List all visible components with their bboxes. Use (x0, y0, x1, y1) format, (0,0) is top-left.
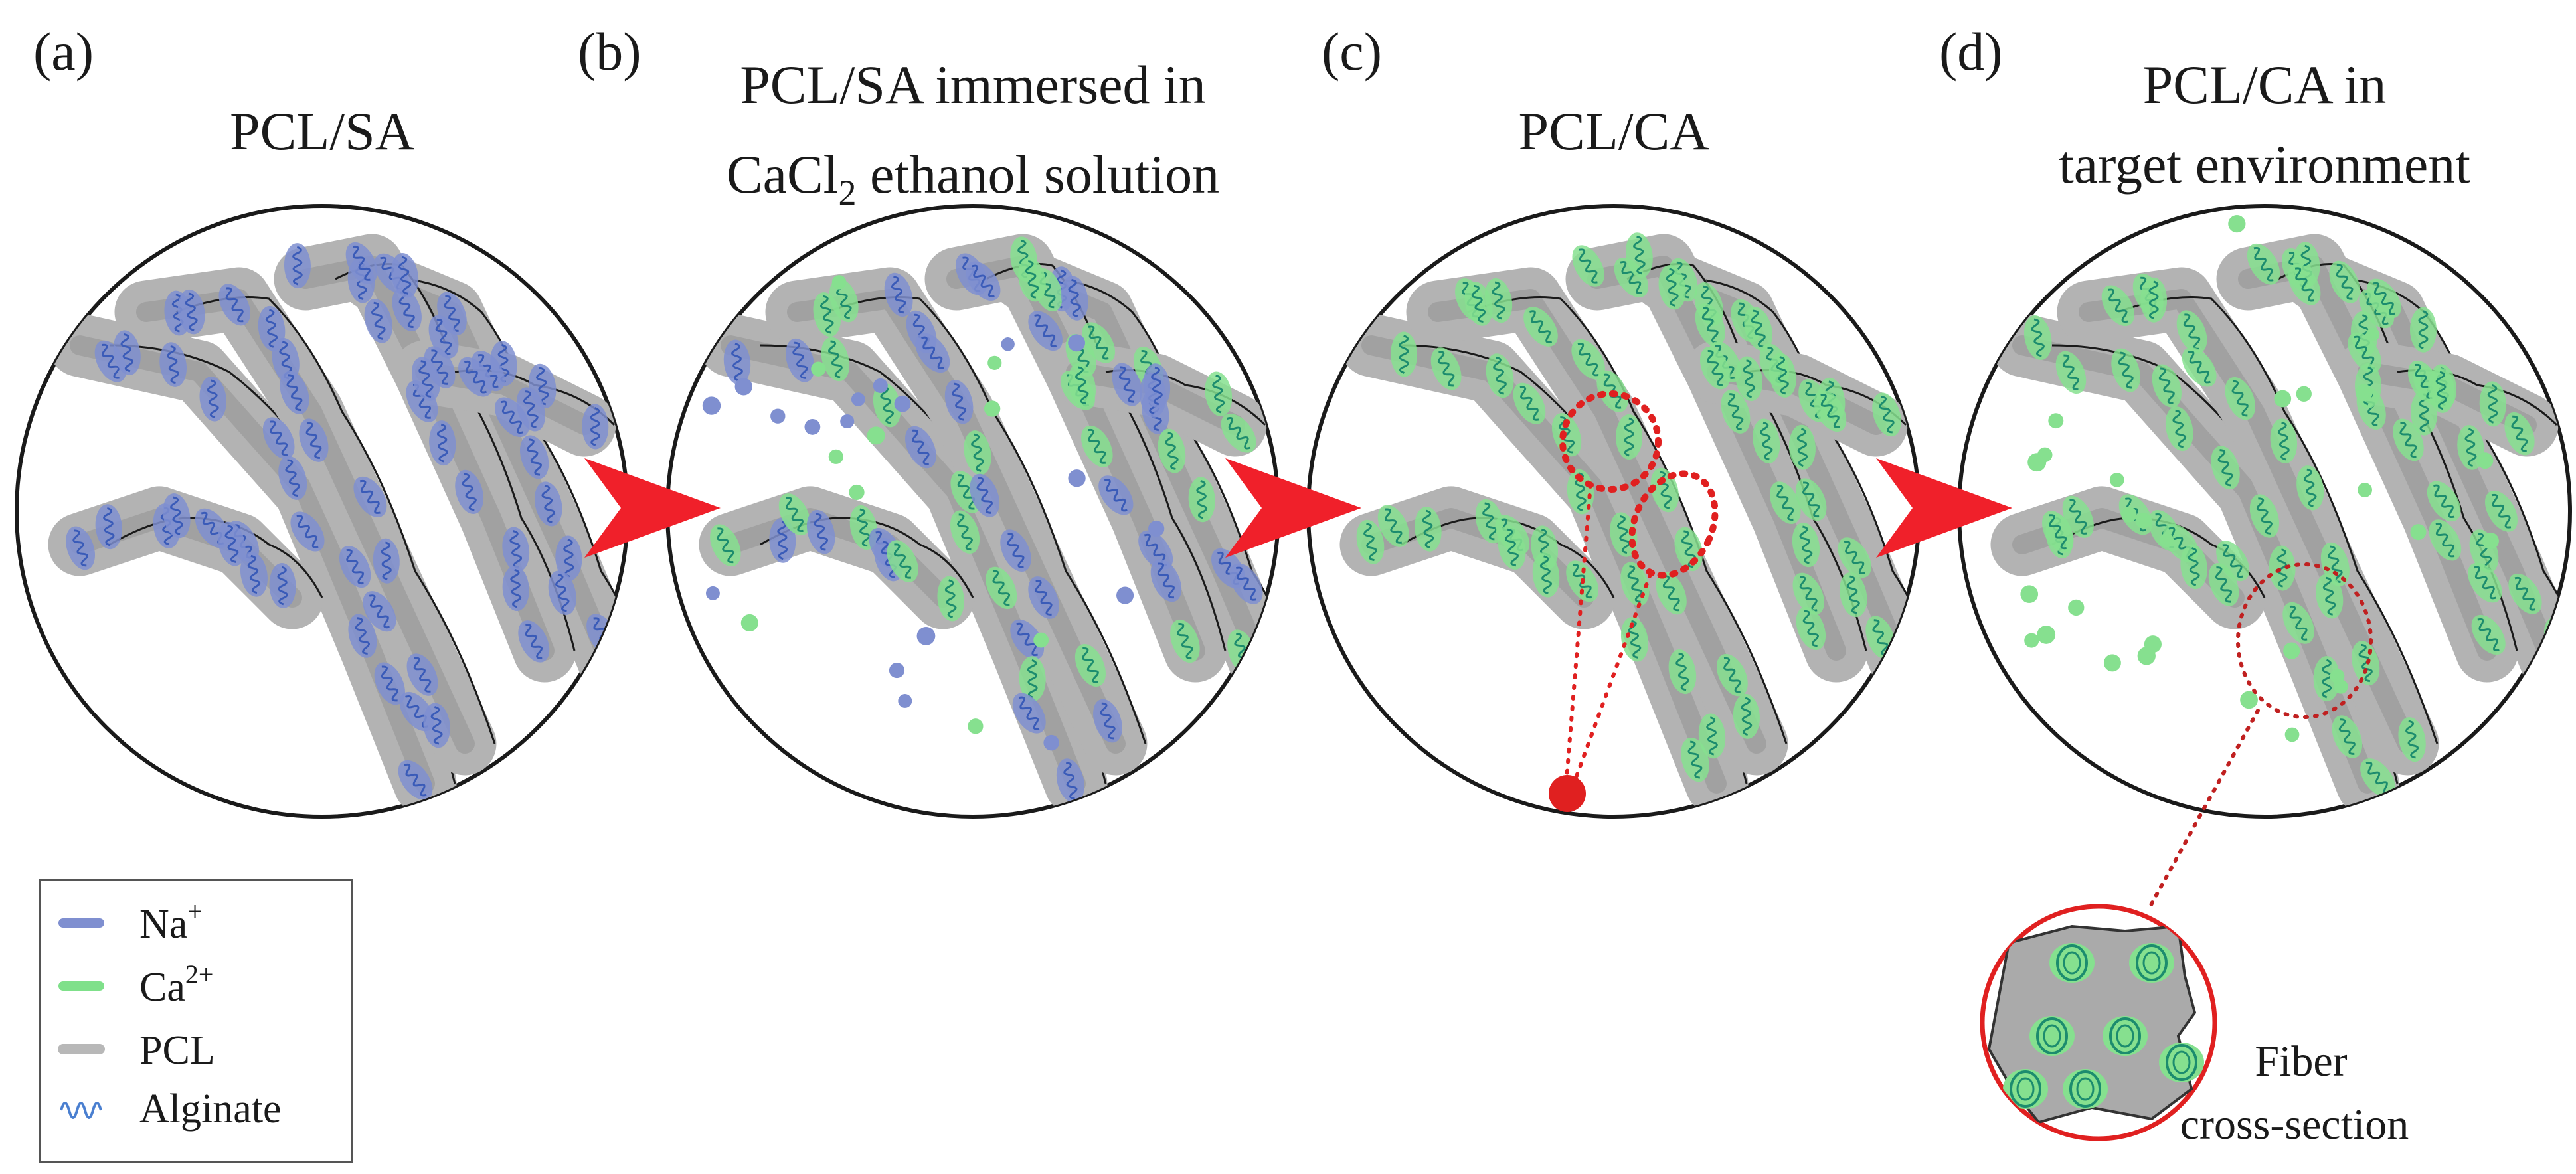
process-arrow-3 (1876, 458, 2012, 558)
scaffold-circle-d (1957, 204, 2572, 819)
fiber-cross-section (1980, 904, 2217, 1141)
legend-label-calcium: Ca (139, 965, 185, 1010)
scaffold-circle-c (1306, 204, 1921, 819)
legend-label-sodium: Na (139, 902, 187, 947)
fiber-scaffold-d (1990, 214, 2570, 815)
scaffold-circle-a (15, 204, 630, 819)
cross-section-caption-line1: Fiber (2255, 1037, 2347, 1086)
cross-section-alginate (2003, 943, 2204, 1109)
alginate-coil-icon (60, 1102, 102, 1119)
cacl-text: CaCl (727, 144, 839, 205)
legend-item-calcium: Ca2+ (58, 960, 213, 1010)
panel-title-d-line1: PCL/CA in (2143, 54, 2387, 115)
panel-title-c: PCL/CA (1518, 101, 1709, 161)
cacl-subscript: 2 (838, 173, 856, 212)
panel-label-b: (b) (578, 21, 642, 82)
legend: Na+ Ca2+ PCL Alginate (39, 879, 353, 1163)
panel-label-d: (d) (1939, 21, 2003, 82)
crosslink-callout (1549, 390, 1719, 812)
process-arrow-1 (584, 458, 721, 558)
fiber-scaffold-c (1339, 232, 1919, 815)
scaffold-circle-b (665, 204, 1280, 819)
panel-title-d-line2: target environment (2059, 134, 2470, 195)
fiber-scaffold-a (48, 234, 628, 815)
cross-section-callout (2146, 562, 2373, 912)
legend-label-pcl: PCL (139, 1028, 215, 1073)
callout-dot (1549, 775, 1586, 812)
cross-section-caption-line2: cross-section (2180, 1100, 2409, 1149)
svg-text:Ca2+: Ca2+ (139, 960, 213, 1010)
panel-title-b-line1: PCL/SA immersed in (740, 54, 1206, 115)
ethanol-solution-text: ethanol solution (856, 144, 1219, 205)
svg-text:Na+: Na+ (139, 896, 203, 947)
panel-title-b-line2: CaCl2 ethanol solution (727, 144, 1219, 212)
legend-sup-sodium: + (187, 896, 203, 926)
legend-label-alginate: Alginate (139, 1086, 282, 1132)
legend-sup-calcium: 2+ (185, 960, 214, 989)
panel-label-c: (c) (1322, 21, 1382, 82)
panel-label-a: (a) (33, 21, 94, 82)
fiber-scaffold-b (699, 234, 1278, 815)
process-arrow-2 (1225, 458, 1361, 558)
panel-title-a: PCL/SA (230, 101, 414, 161)
legend-item-sodium: Na+ (58, 896, 203, 947)
legend-item-pcl: PCL (58, 1028, 215, 1073)
legend-item-alginate: Alginate (60, 1086, 282, 1132)
